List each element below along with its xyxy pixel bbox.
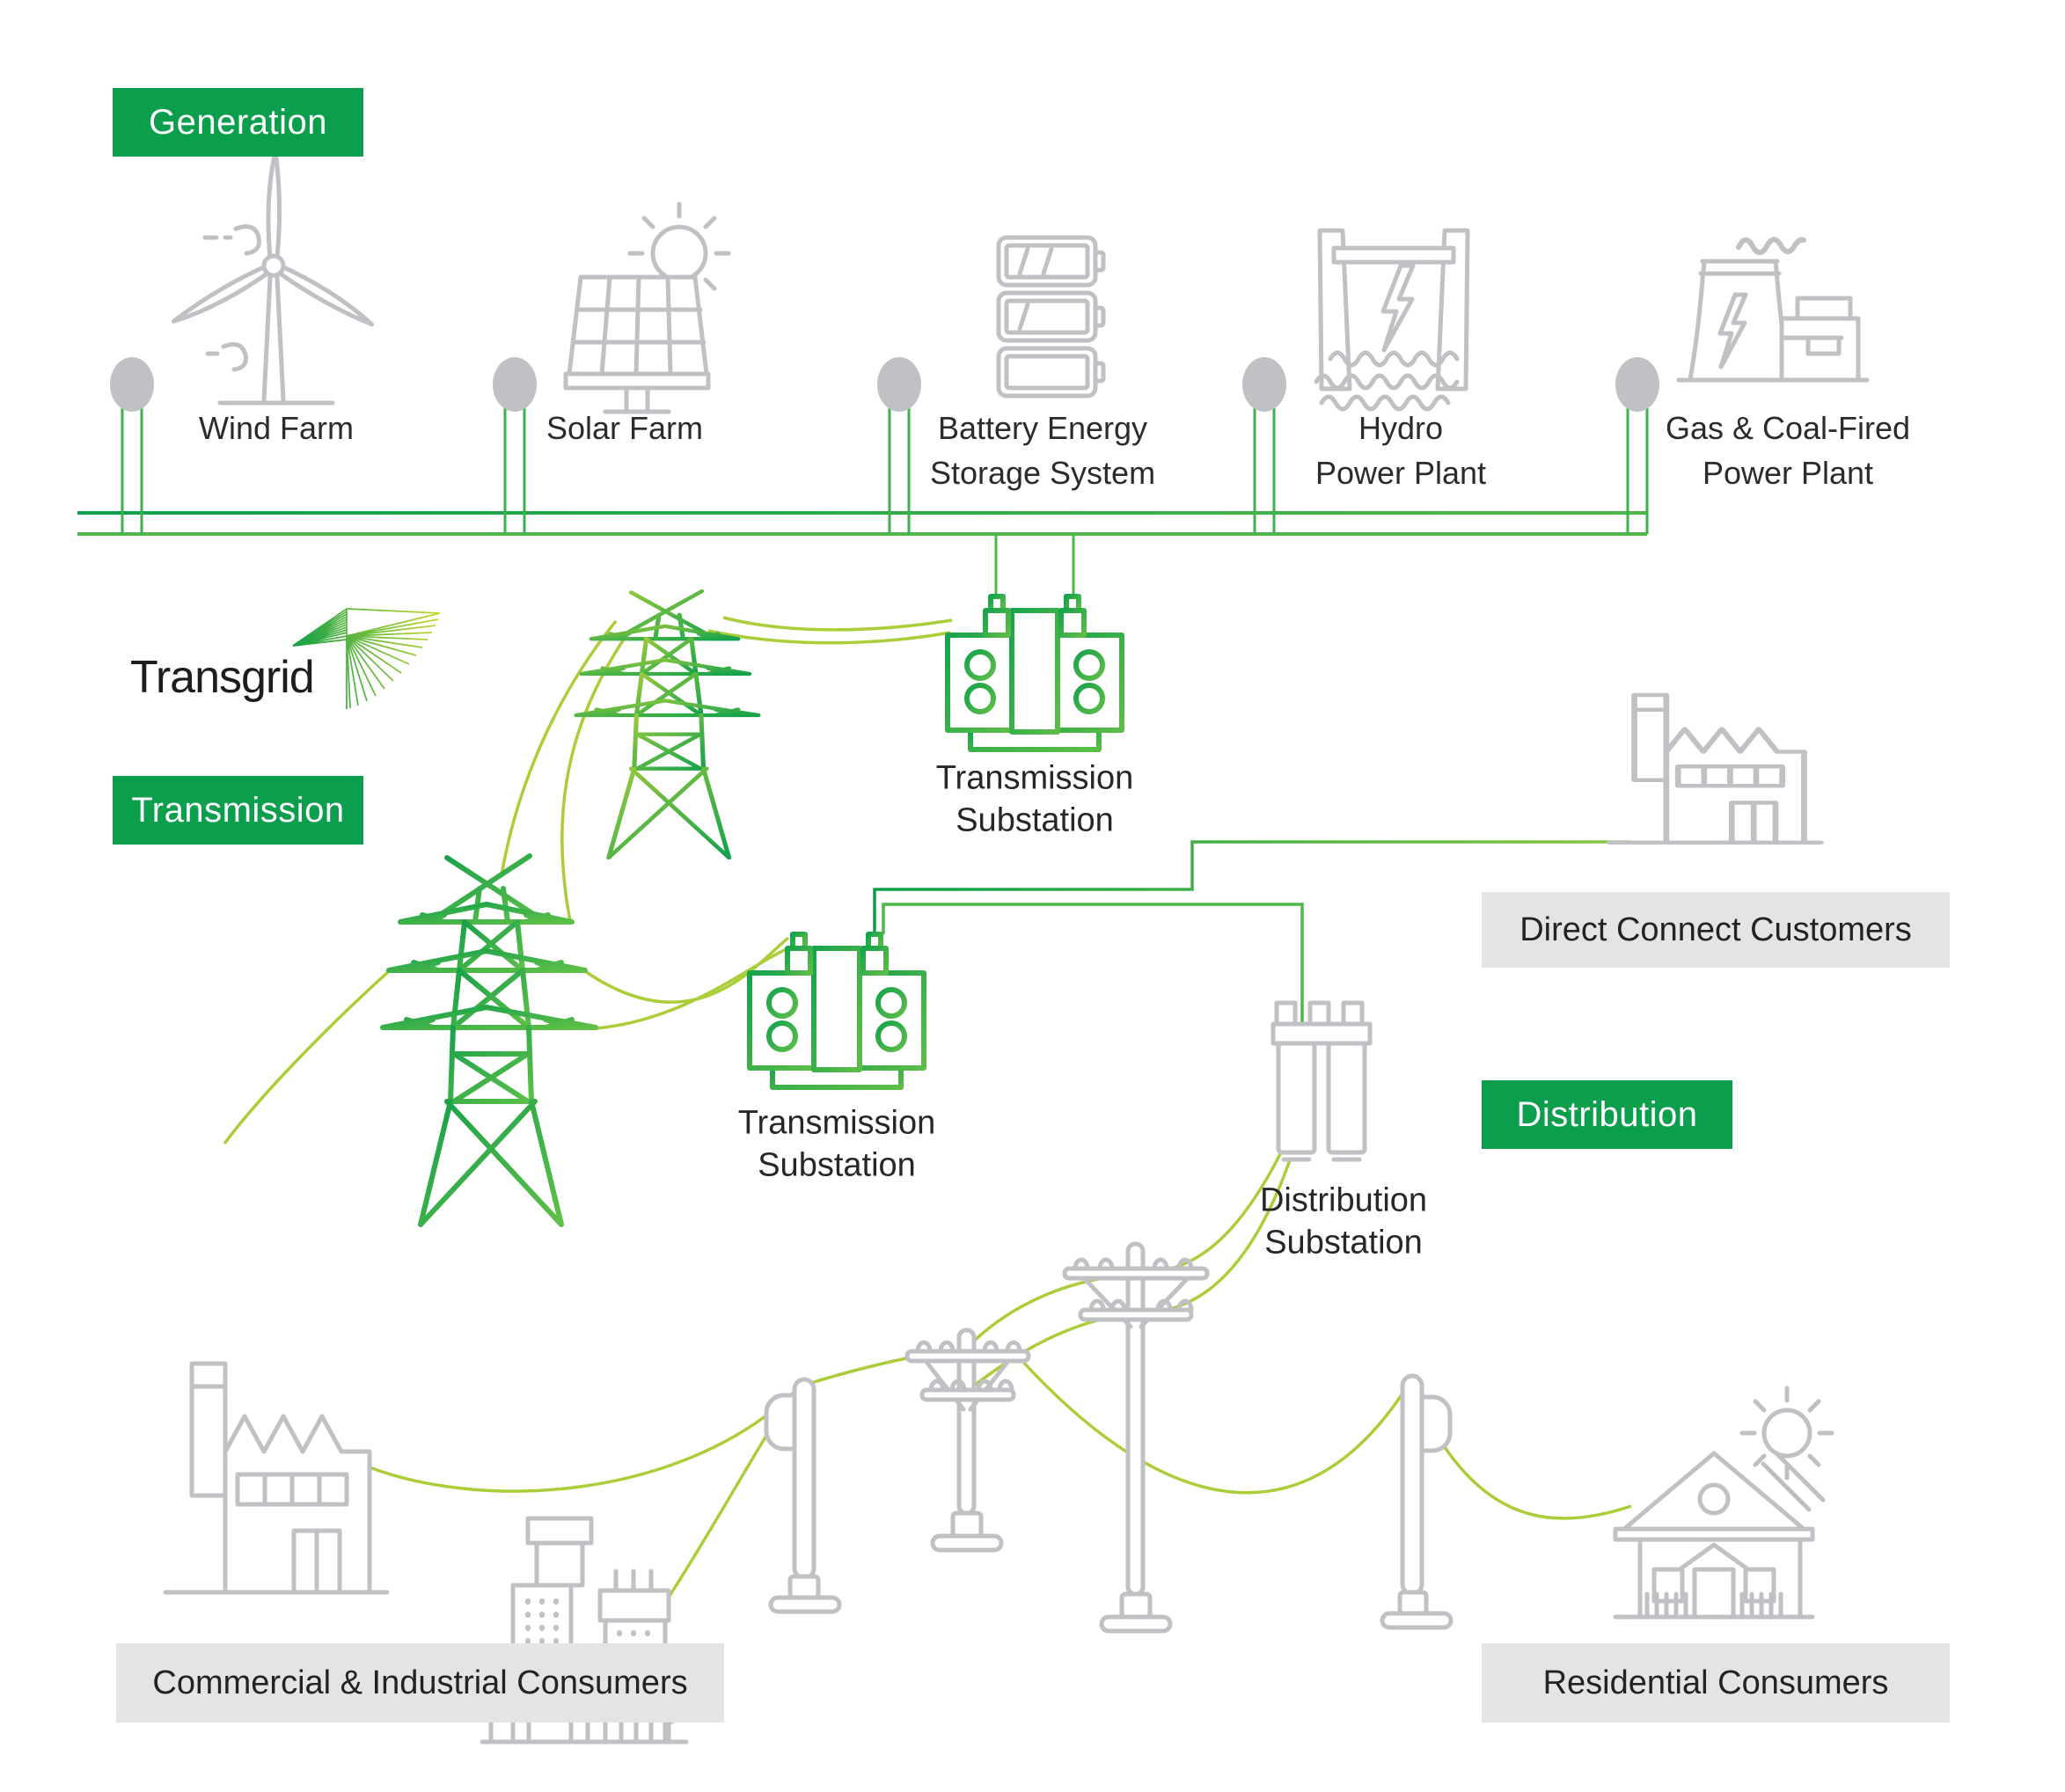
crossarm-pole-tall-icon <box>1062 1241 1210 1634</box>
transmission-substation-b-icon <box>750 934 924 1087</box>
house-icon <box>1613 1386 1834 1620</box>
distribution-badge: Distribution <box>1482 1080 1732 1149</box>
gas-coal-label-line1: Gas & Coal-Fired <box>1665 410 1911 446</box>
commercial-consumers-label-box: Commercial & Industrial Consumers <box>116 1643 724 1723</box>
substation-b-label-line1: Transmission <box>737 1104 936 1142</box>
solar-panel-icon <box>563 201 731 414</box>
distribution-substation-label-line1: Distribution <box>1259 1181 1428 1219</box>
transgrid-logo-mark <box>292 608 441 709</box>
line-to-distribution-substation <box>882 903 1304 1024</box>
substation-b-label-line2: Substation <box>758 1146 916 1184</box>
direct-connect-factory-icon <box>1609 695 1821 843</box>
hydro-label-line2: Power Plant <box>1314 455 1487 491</box>
gas-coal-label-line2: Power Plant <box>1702 455 1874 491</box>
generation-badge-label: Generation <box>149 102 327 142</box>
power-wires <box>223 616 1632 1609</box>
residential-consumers-label: Residential Consumers <box>1542 1664 1889 1701</box>
distribution-substation-icon <box>1270 1000 1373 1162</box>
direct-connect-label: Direct Connect Customers <box>1519 911 1912 948</box>
transmission-badge-label: Transmission <box>131 790 345 830</box>
generation-badge: Generation <box>113 88 363 157</box>
transgrid-logo-text: Transgrid <box>130 652 315 703</box>
direct-connect-label-box: Direct Connect Customers <box>1482 892 1950 968</box>
distribution-substation-label-line2: Substation <box>1264 1224 1423 1262</box>
battery-label-line2: Storage System <box>929 455 1156 491</box>
residential-consumers-label-box: Residential Consumers <box>1482 1643 1950 1723</box>
transmission-badge: Transmission <box>113 776 363 845</box>
crossarm-pole-icon <box>904 1328 1031 1553</box>
transmission-tower-1 <box>576 591 758 858</box>
battery-storage-icon <box>996 235 1106 399</box>
generation-bus <box>77 511 1647 536</box>
battery-label-line1: Battery Energy <box>937 410 1148 446</box>
transmission-substation-a-icon <box>948 596 1122 750</box>
substation-a-label-line1: Transmission <box>935 759 1134 797</box>
generator-connection-dots <box>110 357 1659 412</box>
distribution-badge-label: Distribution <box>1516 1094 1698 1134</box>
street-pole-icon <box>1380 1373 1454 1630</box>
wind-farm-label: Wind Farm <box>198 410 355 446</box>
generator-feeder-lines <box>121 396 1649 534</box>
solar-farm-label: Solar Farm <box>546 410 704 446</box>
line-to-direct-connect <box>873 840 1630 934</box>
bus-to-substation-drops <box>994 534 1075 598</box>
hydro-label-line1: Hydro <box>1358 410 1444 446</box>
gas-coal-plant-icon <box>1676 237 1870 383</box>
substation-a-label-line2: Substation <box>956 801 1114 839</box>
commercial-factory-icon <box>165 1364 387 1592</box>
hydro-dam-icon <box>1314 228 1470 412</box>
utility-pole-icon <box>764 1377 842 1614</box>
commercial-consumers-label: Commercial & Industrial Consumers <box>152 1664 688 1701</box>
transmission-tower-2 <box>383 856 596 1225</box>
wind-turbine-icon <box>171 149 375 406</box>
